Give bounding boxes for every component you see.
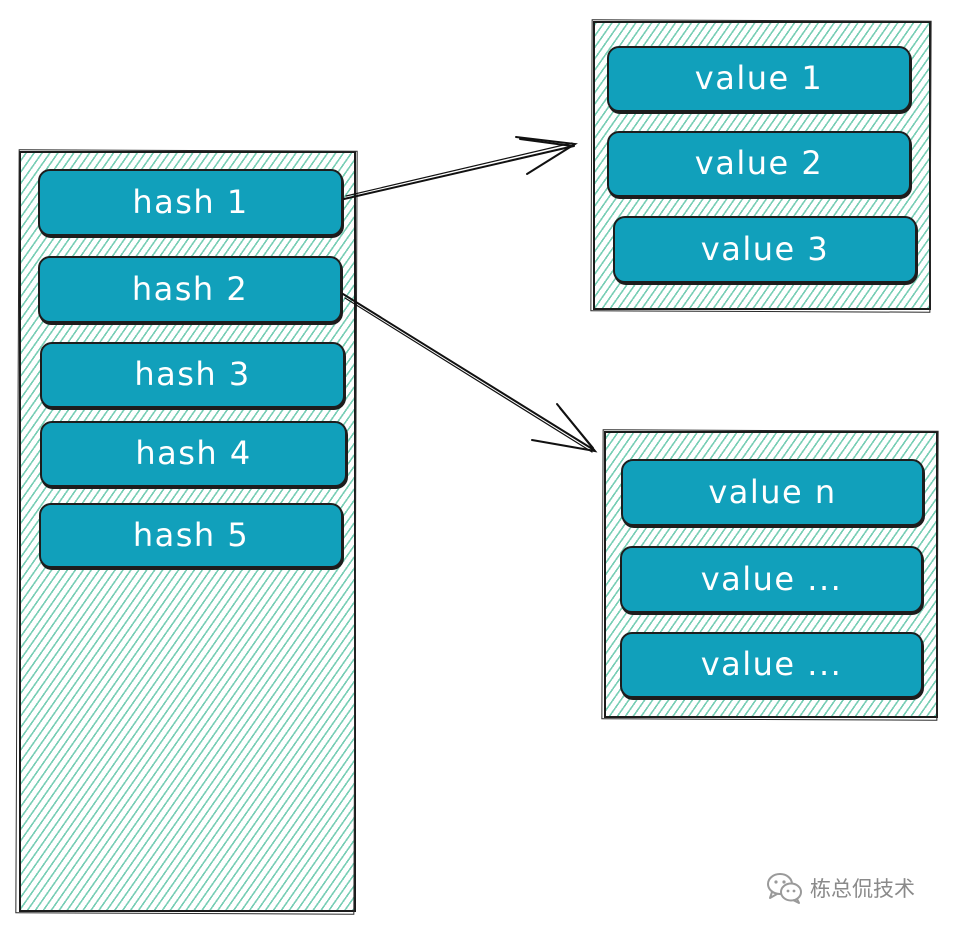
value-group-2-item-1-label: value n [708, 472, 837, 511]
hash-item-5: hash 5 [39, 503, 343, 568]
hash-item-1-label: hash 1 [132, 182, 249, 221]
hash-item-3-label: hash 3 [134, 355, 251, 393]
hash-item-3: hash 3 [40, 342, 345, 408]
watermark: 栋总侃技术 [766, 868, 915, 908]
wechat-icon [767, 873, 802, 904]
hash-item-2: hash 2 [38, 256, 342, 323]
value-group-1-item-3-label: value 3 [700, 229, 830, 268]
value-group-1-item-1-label: value 1 [694, 59, 824, 97]
hash-item-1: hash 1 [38, 169, 343, 236]
hash-item-4-label: hash 4 [135, 434, 252, 472]
hash-item-4: hash 4 [40, 421, 347, 487]
value-group-2-item-2: value ... [620, 546, 923, 613]
watermark-text: 栋总侃技术 [810, 877, 915, 901]
arrow-hash1-to-value-group-1 [343, 136, 578, 200]
value-group-2-item-3: value ... [620, 632, 923, 698]
value-group-1-item-3: value 3 [613, 216, 917, 283]
arrow-hash2-to-value-group-2 [342, 293, 598, 453]
value-group-2-item-1: value n [621, 459, 924, 526]
value-group-1-item-2-label: value 2 [694, 144, 824, 182]
hash-item-2-label: hash 2 [131, 269, 249, 308]
value-group-1-item-1: value 1 [607, 46, 911, 112]
hash-item-5-label: hash 5 [132, 515, 250, 554]
value-group-1-item-2: value 2 [607, 131, 911, 197]
value-group-2-item-2-label: value ... [700, 559, 843, 598]
value-group-2-item-3-label: value ... [700, 645, 843, 683]
